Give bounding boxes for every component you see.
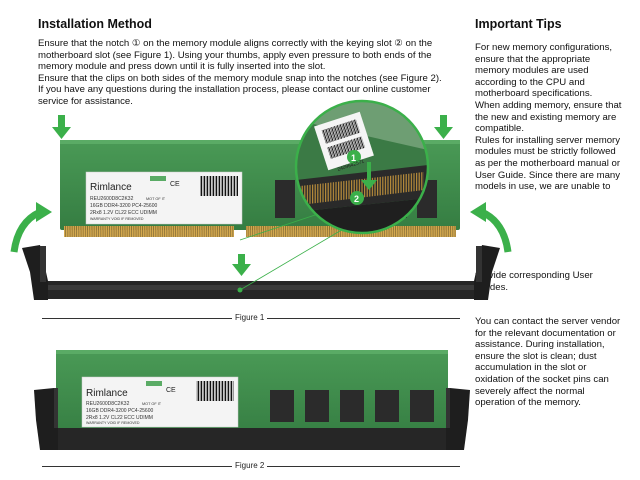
module-brand-fig2: Rimlance [86,388,128,399]
tip-server-rules: Rules for installing server memory modul… [475,134,621,193]
module-part-fig2: REU2600D8C2K32 [86,401,130,407]
memory-slot-figure-1 [22,245,500,300]
installation-text: Ensure that the notch ① on the memory mo… [38,38,458,108]
module-origin-fig2: MOT OF IT [142,402,162,406]
installation-paragraph-1: Ensure that the notch ① on the memory mo… [38,38,433,73]
module-spec1-fig2: 16GB DDR4-3200 PC4-25600 [86,408,153,414]
module-ce-mark-fig2: CE [166,387,176,394]
figure-2-caption: Figure 2 [232,461,268,470]
installation-title: Installation Method [38,17,152,31]
clip-open-arrow-right-icon [470,202,512,253]
module-ce-mark-fig1: CE [170,181,180,188]
module-brand-fig1: Rimlance [90,182,132,193]
press-arrow-right-icon [434,115,453,139]
notch-zoom-inset [294,99,430,235]
module-spec2-fig1: 2Rx8 1.2V CL22 ECC UDIMM [90,210,157,216]
memory-slot-figure-2 [34,388,470,450]
zoom-connector-bottom [239,227,346,291]
module-warranty-fig2: WARRANTY VOID IF REMOVED [86,421,140,425]
module-part-fig1: REU2600D8C2K32 [90,196,134,202]
memory-module-figure-2 [56,350,448,440]
module-warranty-fig1: WARRANTY VOID IF REMOVED [90,217,144,221]
module-spec2-fig2: 2Rx8 1.2V CL22 ECC UDIMM [86,415,153,421]
tip-vendor-contact: You can contact the server vendor for th… [475,316,621,409]
tip-user-guides: provide corresponding User Guides. [475,270,593,293]
tips-title: Important Tips [475,17,562,31]
module-spec1-fig1: 16GB DDR4-3200 PC4-25600 [90,203,157,209]
press-arrow-left-icon [52,115,71,139]
tip-configuration: For new memory configurations, ensure th… [475,42,613,100]
slot-marker-2: 2 [354,194,359,204]
insert-arrow-icon [232,254,251,276]
tip-compatibility: When adding memory, ensure that the new … [475,99,622,135]
module-origin-fig1: MOT OF IT [146,197,166,201]
clip-open-arrow-left-icon [10,202,52,253]
installation-paragraph-3: If you have any questions during the ins… [38,84,431,107]
installation-paragraph-2: Ensure that the clips on both sides of t… [38,72,442,84]
notch-marker-1: 1 [351,153,356,163]
tips-text-top: For new memory configurations, ensure th… [475,42,623,193]
figure-1-caption: Figure 1 [232,313,268,322]
